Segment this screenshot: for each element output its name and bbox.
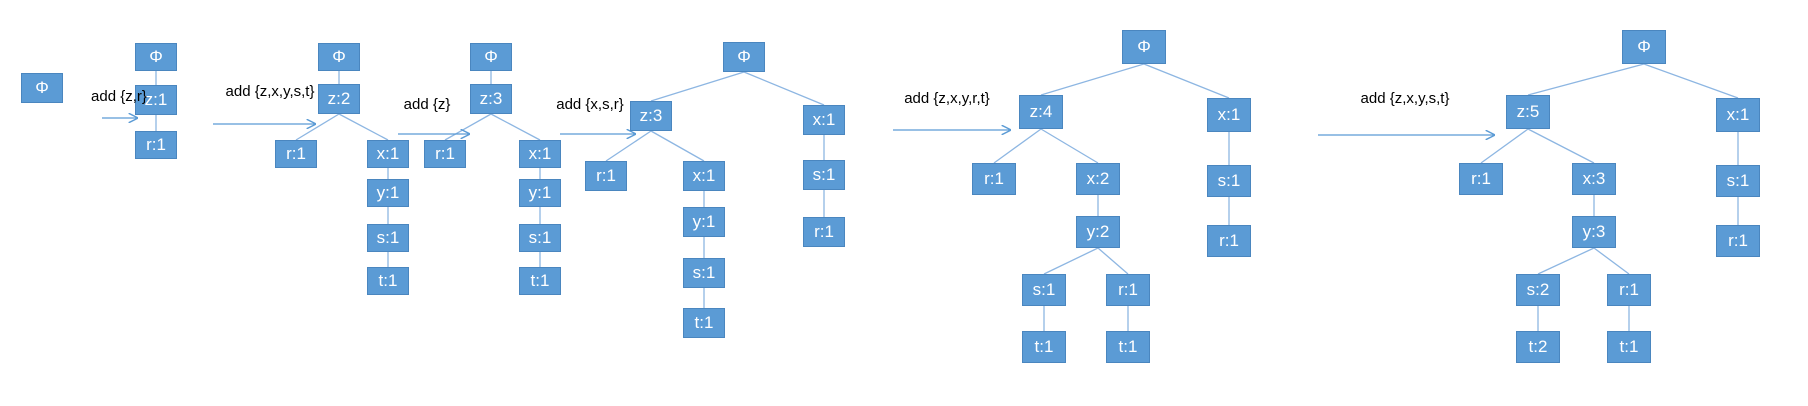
tree-edge [993,128,1042,164]
step-label: add {z,x,y,s,t} [1360,90,1450,107]
tree-node: y:1 [683,207,725,237]
tree-edge [743,71,825,106]
tree-edge [1143,63,1230,99]
tree-node: r:1 [135,131,177,159]
tree-node: r:1 [972,163,1016,195]
tree-node: s:1 [1716,165,1760,197]
tree-node: y:3 [1572,216,1616,248]
tree-edge [1643,63,1739,99]
tree-node: s:1 [1022,274,1066,306]
tree-edge [1040,63,1145,96]
tree-node: z:3 [470,84,512,114]
tree-edge [1527,128,1595,164]
tree-edge [490,113,541,141]
tree-node: s:1 [367,224,409,252]
tree-node: x:2 [1076,163,1120,195]
tree-edge [650,130,705,162]
tree-node: r:1 [1207,225,1251,257]
tree-node: x:1 [1207,98,1251,132]
step-label: add {z,r} [91,88,147,105]
tree-root-node: Φ [1122,30,1166,64]
tree-edge [1043,247,1099,275]
tree-root-node: Φ [318,43,360,71]
tree-node: r:1 [803,217,845,247]
tree-edge [1040,128,1099,164]
tree-node: t:1 [367,267,409,295]
tree-node: t:1 [1022,331,1066,363]
tree-edge [1097,247,1129,275]
tree-node: x:3 [1572,163,1616,195]
tree-root-node: Φ [470,43,512,71]
tree-node: r:1 [424,140,466,168]
step-label: add {z,x,y,s,t} [225,83,315,100]
tree-root-node: Φ [21,73,63,103]
tree-node: t:2 [1516,331,1560,363]
tree-node: r:1 [275,140,317,168]
tree-node: t:1 [683,308,725,338]
tree-node: x:1 [803,105,845,135]
tree-node: x:1 [1716,98,1760,132]
tree-node: r:1 [1607,274,1651,306]
tree-edge [1537,247,1595,275]
tree-node: s:1 [683,258,725,288]
tree-edge [650,71,745,102]
tree-node: s:1 [519,224,561,252]
tree-node: t:1 [1607,331,1651,363]
tree-node: s:1 [803,160,845,190]
tree-node: r:1 [1106,274,1150,306]
tree-root-node: Φ [723,42,765,72]
tree-node: s:1 [1207,165,1251,197]
tree-node: z:3 [630,101,672,131]
tree-node: z:5 [1506,95,1550,129]
tree-node: y:1 [519,179,561,207]
tree-node: z:1 [135,85,177,115]
tree-node: r:1 [1459,163,1503,195]
tree-edge [338,113,389,141]
step-label: add {z} [403,96,451,113]
tree-node: z:4 [1019,95,1063,129]
tree-node: r:1 [585,161,627,191]
tree-node: t:1 [519,267,561,295]
tree-edge [605,130,652,162]
step-label: add {z,x,y,r,t} [904,90,990,107]
tree-edge [1480,128,1529,164]
tree-node: x:1 [683,161,725,191]
tree-edge [295,113,340,141]
tree-node: t:1 [1106,331,1150,363]
tree-node: s:2 [1516,274,1560,306]
tree-node: y:2 [1076,216,1120,248]
tree-edge [444,113,492,141]
tree-edge [1593,247,1630,275]
step-label: add {x,s,r} [556,96,624,113]
tree-node: x:1 [519,140,561,168]
tree-node: z:2 [318,84,360,114]
tree-root-node: Φ [135,43,177,71]
tree-node: y:1 [367,179,409,207]
tree-node: x:1 [367,140,409,168]
tree-root-node: Φ [1622,30,1666,64]
tree-edge [1527,63,1645,96]
tree-node: r:1 [1716,225,1760,257]
